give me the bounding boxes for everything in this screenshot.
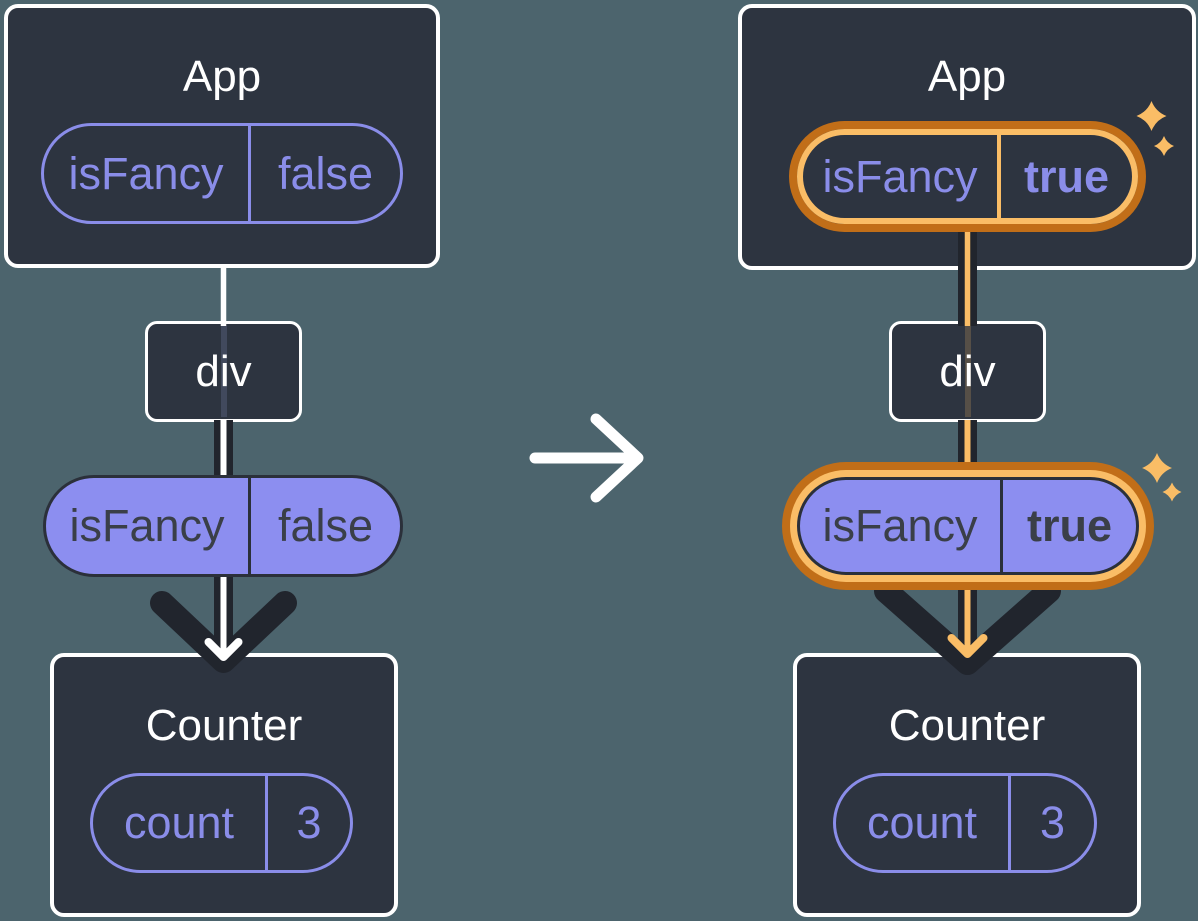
div-element-label: div bbox=[195, 346, 252, 396]
passed-prop-pill-after: isFancy true bbox=[797, 477, 1139, 575]
state-name: count bbox=[866, 797, 978, 848]
pipe-ghost-line bbox=[964, 326, 971, 417]
div-element-label: div bbox=[939, 346, 996, 396]
prop-value: true bbox=[1000, 480, 1136, 572]
div-element-box-after: div bbox=[889, 321, 1046, 422]
state-value: 3 bbox=[265, 776, 350, 870]
pipe-ghost-line bbox=[220, 326, 227, 417]
sparkle-icon bbox=[1142, 453, 1172, 483]
component-title: Counter bbox=[145, 701, 303, 750]
state-name: count bbox=[123, 797, 235, 848]
prop-value: false bbox=[248, 478, 400, 574]
transition-arrow-icon bbox=[529, 413, 644, 503]
component-title: App bbox=[182, 52, 262, 101]
count-state-pill-after: count 3 bbox=[833, 773, 1097, 873]
component-title: App bbox=[927, 52, 1007, 101]
prop-name: isFancy bbox=[69, 500, 225, 551]
state-value: true bbox=[997, 135, 1132, 218]
state-pill-after: isFancy true bbox=[797, 129, 1138, 224]
state-value: 3 bbox=[1008, 776, 1094, 870]
passed-prop-pill-before: isFancy false bbox=[43, 475, 403, 577]
state-pill-before: isFancy false bbox=[41, 123, 403, 224]
prop-name: isFancy bbox=[822, 500, 978, 551]
state-value: false bbox=[248, 126, 400, 221]
div-element-box-before: div bbox=[145, 321, 302, 422]
arrow-head bbox=[590, 413, 644, 503]
state-name: isFancy bbox=[68, 147, 224, 199]
sparkle-icon bbox=[1162, 482, 1182, 502]
count-state-pill-before: count 3 bbox=[90, 773, 353, 873]
down-arrowhead-icon bbox=[947, 634, 988, 658]
state-name: isFancy bbox=[822, 150, 978, 202]
component-title: Counter bbox=[888, 701, 1046, 750]
